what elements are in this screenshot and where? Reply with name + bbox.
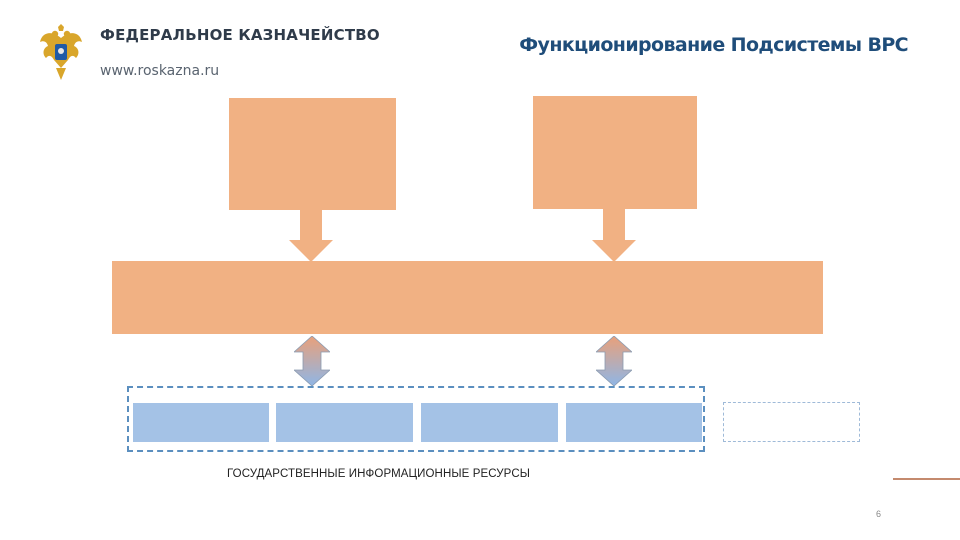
- resources-group-label: ГОСУДАРСТВЕННЫЕ ИНФОРМАЦИОННЫЕ РЕСУРСЫ: [227, 468, 531, 480]
- top-left-block: [229, 98, 396, 210]
- resource-block-placeholder: [723, 402, 860, 442]
- organization-name: ФЕДЕРАЛЬНОЕ КАЗНАЧЕЙСТВО: [100, 26, 380, 44]
- bidirectional-arrow-left-icon: [294, 336, 330, 386]
- slide-title: Функционирование Подсистемы ВРС: [519, 34, 908, 56]
- top-right-block: [533, 96, 697, 209]
- main-subsystem-block: [112, 261, 823, 334]
- accent-line: [893, 478, 960, 480]
- down-arrow-left-icon: [289, 210, 333, 262]
- resource-block-4: [566, 403, 702, 442]
- down-arrow-right-icon: [592, 209, 636, 262]
- state-information-resources-group: [127, 386, 705, 452]
- resource-block-3: [421, 403, 558, 442]
- organization-website[interactable]: www.roskazna.ru: [100, 63, 220, 79]
- resource-block-2: [276, 403, 413, 442]
- russian-eagle-emblem-icon: [40, 24, 82, 80]
- bidirectional-arrow-right-icon: [596, 336, 632, 386]
- resource-block-1: [133, 403, 269, 442]
- page-number: 6: [876, 509, 882, 519]
